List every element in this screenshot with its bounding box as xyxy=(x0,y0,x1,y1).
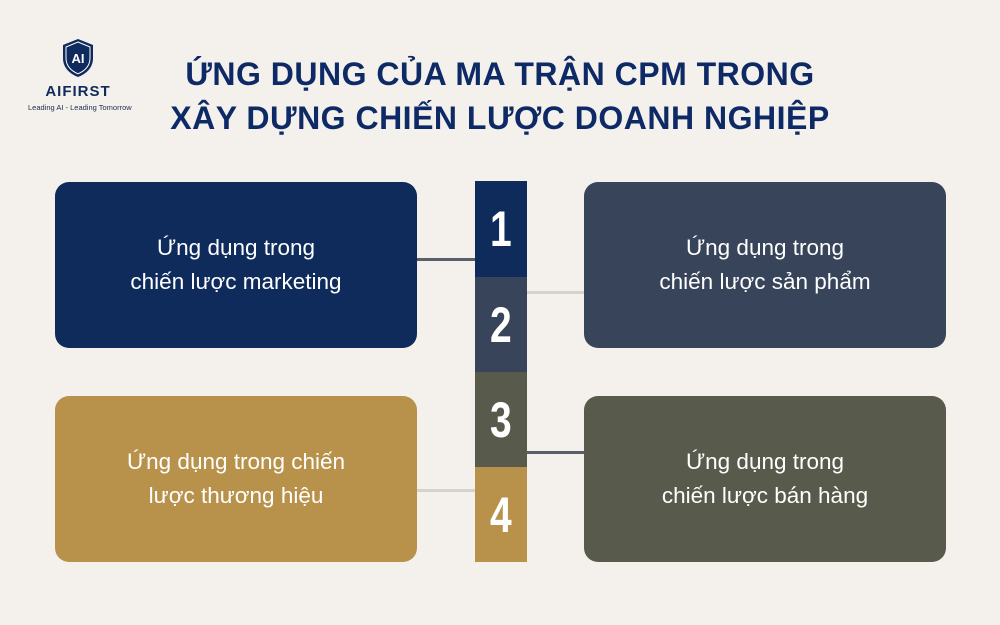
brand-tagline: Leading AI - Leading Tomorrow xyxy=(28,103,132,112)
card-product-strategy: Ứng dụng trong chiến lược sản phẩm xyxy=(584,182,946,348)
step-number-3: 3 xyxy=(475,372,527,467)
card-brand-strategy: Ứng dụng trong chiến lược thương hiệu xyxy=(55,396,417,562)
logo-mark: AI xyxy=(72,51,85,66)
card-1-line-1: Ứng dụng trong xyxy=(156,235,316,260)
brand-logo: AI AIFIRST Leading AI - Leading Tomorrow xyxy=(28,38,132,112)
title-line-1: ỨNG DỤNG CỦA MA TRẬN CPM TRONG xyxy=(185,56,815,92)
title-line-2: XÂY DỰNG CHIẾN LƯỢC DOANH NGHIỆP xyxy=(170,100,830,136)
step-number-1: 1 xyxy=(475,181,527,277)
card-sales-strategy: Ứng dụng trong chiến lược bán hàng xyxy=(584,396,946,562)
card-2-line-1: Ứng dụng trong xyxy=(685,235,845,260)
page-title: ỨNG DỤNG CỦA MA TRẬN CPM TRONG XÂY DỰNG … xyxy=(150,52,850,140)
connector-line-3 xyxy=(527,451,584,454)
step-number-2: 2 xyxy=(475,277,527,372)
brand-name: AIFIRST xyxy=(45,83,111,100)
card-4-line-1: Ứng dụng trong chiến xyxy=(126,449,346,474)
card-4-line-2: lược thương hiệu xyxy=(148,483,324,508)
card-1-line-2: chiến lược marketing xyxy=(130,269,342,294)
connector-line-4 xyxy=(417,489,475,492)
card-marketing-strategy: Ứng dụng trong chiến lược marketing xyxy=(55,182,417,348)
shield-logo-icon: AI xyxy=(63,39,93,77)
connector-line-2 xyxy=(527,291,584,294)
card-3-line-1: Ứng dụng trong xyxy=(685,449,845,474)
step-number-4: 4 xyxy=(475,467,527,562)
step-number-column: 1 2 3 4 xyxy=(475,181,527,562)
card-2-line-2: chiến lược sản phẩm xyxy=(659,269,871,294)
connector-line-1 xyxy=(417,258,475,261)
card-3-line-2: chiến lược bán hàng xyxy=(661,483,869,508)
